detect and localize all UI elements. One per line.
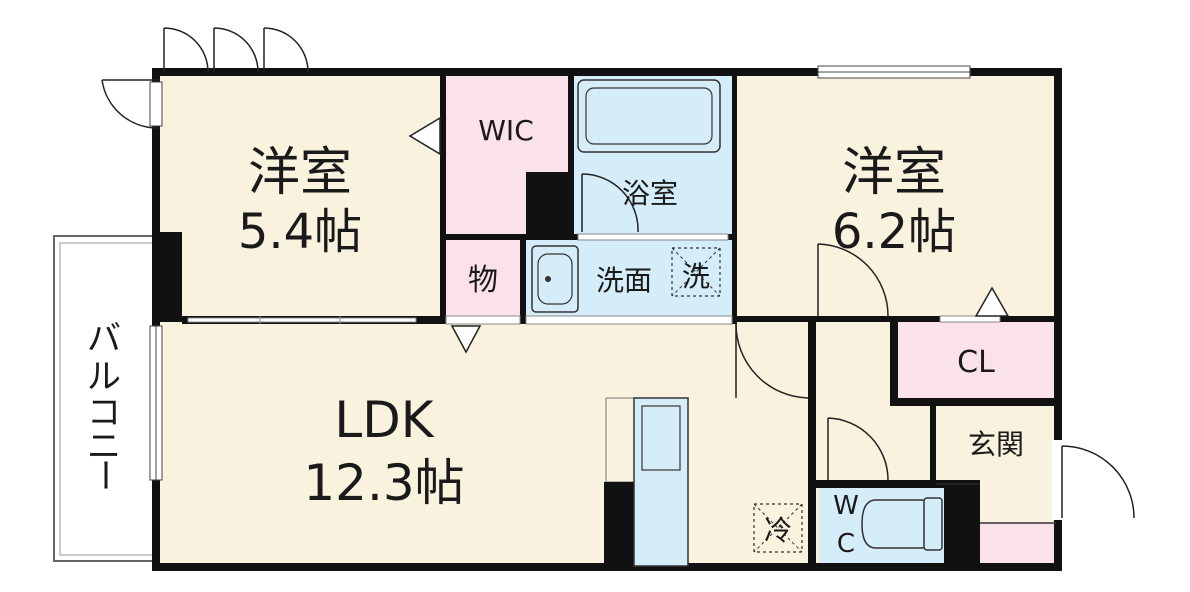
fixtures	[531, 79, 1056, 567]
fridge-spot	[753, 503, 803, 553]
western-room-b-name: 洋室	[842, 143, 946, 203]
door-top-2	[213, 27, 259, 73]
door-balcony	[101, 79, 159, 129]
closet-label: CL	[957, 345, 995, 380]
balcony-char-3: コ	[87, 393, 121, 433]
balcony-char-5: ー	[84, 458, 124, 492]
wic-label: WIC	[478, 114, 534, 147]
door-ldk	[735, 323, 809, 399]
storage-floor	[446, 240, 520, 318]
toilet-label-bottom: C	[837, 529, 855, 559]
door-top-1	[163, 27, 209, 73]
entrance-label: 玄関	[968, 428, 1024, 461]
storage-label: 物	[468, 263, 498, 298]
balcony-char-4: ニ	[87, 427, 121, 467]
toilet-bowl	[861, 497, 943, 551]
doors	[101, 27, 1135, 519]
entrance-step	[980, 523, 1058, 565]
door-top-3	[263, 27, 309, 73]
washroom-label: 洗面	[596, 264, 652, 297]
openings	[149, 65, 1064, 520]
western-room-b-size: 6.2帖	[832, 204, 956, 260]
balcony-char-1: バ	[87, 319, 121, 359]
door-room-b	[817, 243, 889, 317]
western-room-a-size: 5.4帖	[238, 204, 362, 260]
kitchen-sink	[633, 397, 689, 567]
bathroom-label: 浴室	[622, 177, 678, 210]
toilet-label-top: W	[833, 491, 859, 521]
labels: 洋室 5.4帖 洋室 6.2帖 LDK 12.3帖 WIC 浴室 洗面 洗 物 …	[84, 114, 1024, 559]
door-toilet	[827, 417, 889, 481]
western-room-b-floor	[736, 74, 1058, 319]
partition-openings	[187, 233, 1001, 325]
door-entrance	[1061, 445, 1135, 519]
bathtub	[577, 79, 721, 153]
door-bath	[581, 173, 639, 233]
washer-label: 洗	[682, 260, 710, 293]
western-room-a-name: 洋室	[248, 143, 352, 203]
ldk-size: 12.3帖	[303, 454, 464, 512]
wash-basin	[531, 245, 579, 313]
closet-floor	[896, 322, 1056, 398]
room-fills	[160, 74, 1058, 566]
folding-marks	[408, 116, 1010, 354]
kitchen-counter	[605, 397, 635, 483]
fridge-label: 冷	[764, 514, 792, 547]
ldk-name: LDK	[334, 391, 434, 449]
ldk-floor	[160, 319, 813, 565]
washer-pan	[671, 247, 721, 297]
western-room-a-floor	[160, 74, 442, 319]
balcony-char-2: ル	[87, 357, 121, 397]
